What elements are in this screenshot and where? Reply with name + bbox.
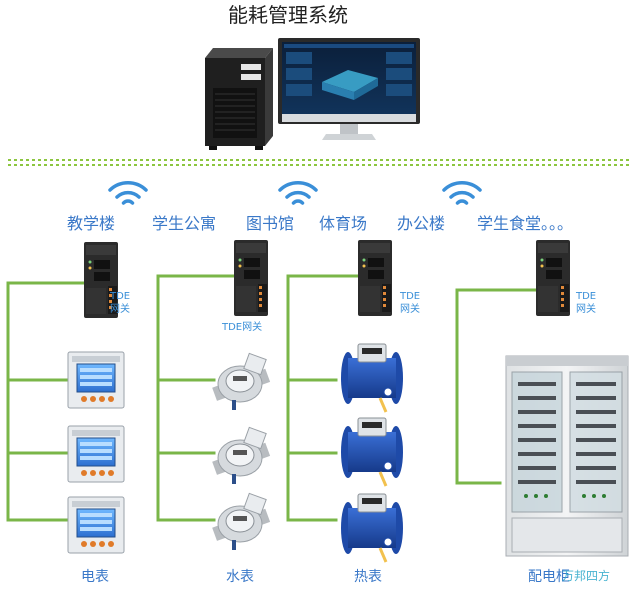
gateway-label: TDE — [109, 291, 130, 302]
heat-meter-icon — [339, 416, 405, 488]
gateway-label: TDE网关 — [221, 320, 262, 333]
building-label: 办公楼 — [397, 214, 445, 233]
device-label-heat: 热表 — [354, 569, 382, 585]
gateway-icon — [358, 240, 392, 316]
gateway-icon — [536, 240, 570, 316]
electric-meter-icon — [67, 425, 125, 483]
gateway-label: 网关 — [110, 302, 130, 315]
server-tower-icon — [205, 48, 273, 150]
device-label-cabinet: 配电柜 — [528, 569, 570, 585]
building-label: 体育场 — [319, 214, 367, 233]
water-meter-icon — [211, 492, 271, 551]
cabinet-icon — [505, 355, 629, 557]
link-lines — [6, 274, 538, 522]
water-meter-icon — [211, 426, 271, 485]
gateway-icon — [234, 240, 268, 316]
device-label-water: 水表 — [226, 569, 254, 585]
water-meter-icon — [211, 352, 271, 411]
wifi-icon — [442, 181, 482, 205]
wifi-icon — [278, 181, 318, 205]
watermark: 万邦四方 — [562, 568, 610, 583]
gateway-label: TDE — [575, 291, 596, 302]
monitor-icon — [278, 38, 420, 140]
gateway-label: 网关 — [400, 302, 420, 315]
wifi-icon — [108, 181, 148, 205]
building-label: 图书馆 — [246, 214, 294, 233]
building-label: 学生食堂。。。 — [477, 214, 573, 233]
electric-meter-icon — [67, 496, 125, 554]
electric-meter-icon — [67, 351, 125, 409]
gateway-label: TDE — [399, 291, 420, 302]
gateway-label: 网关 — [576, 302, 596, 315]
device-label-electric: 电表 — [81, 569, 109, 585]
network-separator — [8, 159, 632, 166]
building-label: 学生公寓 — [152, 214, 216, 233]
system-title: 能耗管理系统 — [228, 3, 348, 27]
building-label: 教学楼 — [67, 214, 115, 233]
heat-meter-icon — [339, 342, 405, 414]
heat-meter-icon — [339, 492, 405, 564]
